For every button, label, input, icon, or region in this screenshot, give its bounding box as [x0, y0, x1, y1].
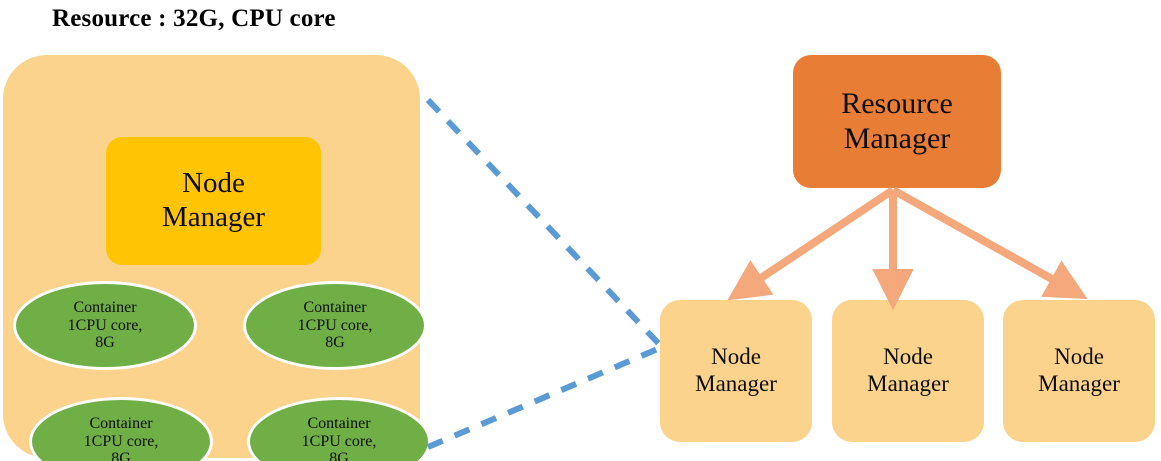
container-line-3: 8G	[95, 334, 115, 352]
cluster-node-manager-label: Node Manager	[1038, 344, 1120, 396]
container-line-3: 8G	[325, 334, 345, 352]
zoom-line-bottom-dashed	[426, 345, 662, 450]
host-node-manager-label: Node Manager	[161, 167, 266, 233]
container-line-3: 8G	[329, 450, 349, 461]
page-title: Resource : 32G, CPU core	[52, 5, 336, 32]
container-ellipse[interactable]: Container 1CPU core, 8G	[29, 397, 213, 461]
container-ellipse[interactable]: Container 1CPU core, 8G	[13, 281, 197, 370]
container-line-3: 8G	[111, 450, 131, 461]
resource-manager-label: Resource Manager	[841, 86, 953, 155]
container-line-2: 1CPU core,	[301, 432, 377, 450]
container-line-1: Container	[73, 298, 137, 316]
container-ellipse[interactable]: Container 1CPU core, 8G	[247, 397, 431, 461]
resource-manager-box[interactable]: Resource Manager	[793, 55, 1001, 188]
cluster-node-manager-label: Node Manager	[867, 344, 949, 396]
host-resource-panel: Node Manager Container 1CPU core, 8G Con…	[3, 55, 431, 461]
cluster-node-manager-box[interactable]: Node Manager	[1003, 300, 1155, 442]
container-line-2: 1CPU core,	[83, 432, 159, 450]
cluster-node-manager-box[interactable]: Node Manager	[660, 300, 812, 442]
cluster-node-manager-box[interactable]: Node Manager	[832, 300, 984, 442]
container-line-2: 1CPU core,	[67, 316, 143, 334]
cluster-node-manager-label: Node Manager	[695, 344, 777, 396]
zoom-line-top-dashed	[425, 97, 663, 348]
container-line-1: Container	[307, 414, 371, 432]
arrow-to-node-manager-1	[727, 186, 896, 301]
container-ellipse[interactable]: Container 1CPU core, 8G	[243, 281, 427, 370]
container-line-1: Container	[89, 414, 153, 432]
arrow-to-node-manager-3	[891, 186, 1088, 299]
host-node-manager-box[interactable]: Node Manager	[106, 137, 321, 265]
container-line-2: 1CPU core,	[297, 316, 373, 334]
container-line-1: Container	[303, 298, 367, 316]
